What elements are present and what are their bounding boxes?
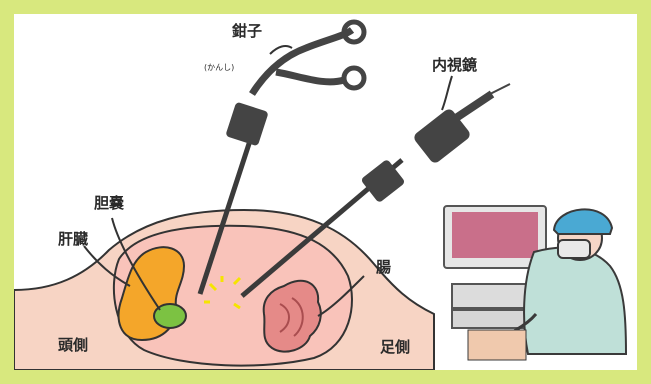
liver-label: 肝臓 [58,228,88,249]
forceps-reading-label: (かんし) [204,62,234,73]
head-side-label: 頭側 [58,334,88,355]
endoscope-label: 内視鏡 [432,54,477,75]
foot-side-label: 足側 [380,336,410,357]
illustration-panel: 鉗子 (かんし) 内視鏡 胆嚢 肝臓 腸 頭側 足側 [14,14,637,370]
gallbladder-label: 胆嚢 [94,192,124,213]
forceps-label: 鉗子 [232,20,262,41]
intestine-label: 腸 [376,256,391,277]
